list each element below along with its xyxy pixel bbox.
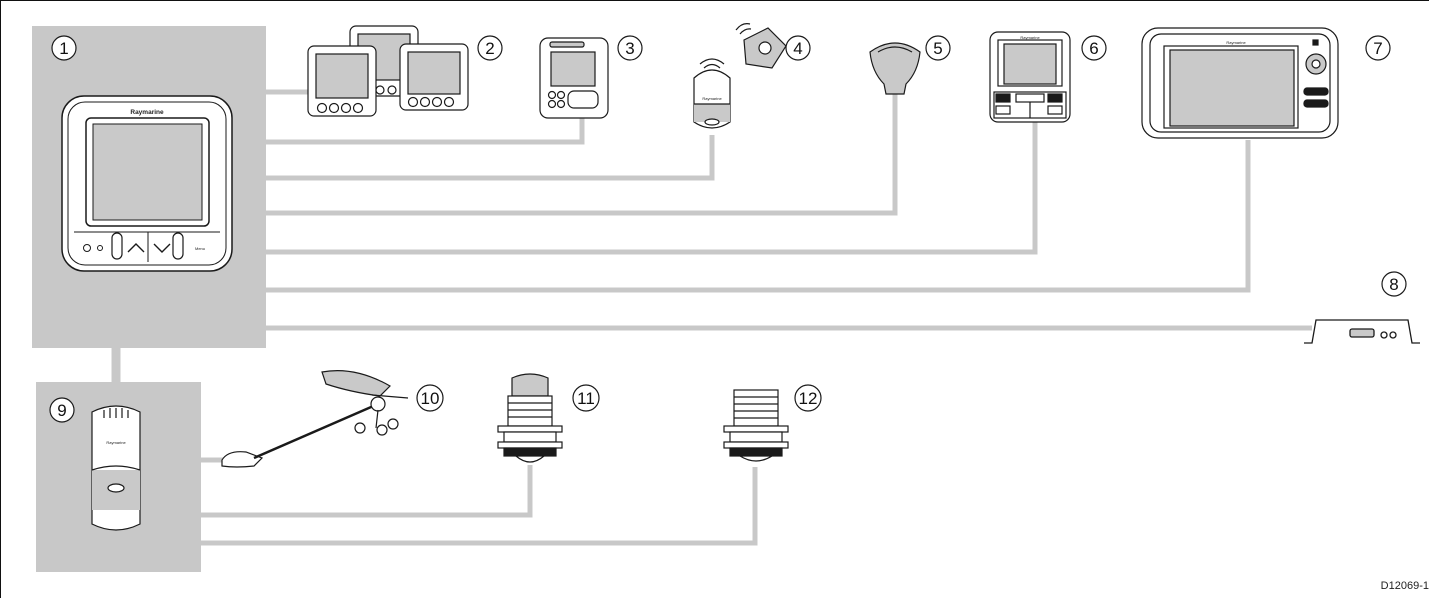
- callout-5-text: 5: [933, 39, 942, 58]
- remote-brand-text: Raymarine: [702, 96, 722, 101]
- callout-4-text: 4: [793, 39, 802, 58]
- callout-7: 7: [1365, 35, 1391, 61]
- callout-6-text: 6: [1089, 39, 1098, 58]
- callout-1: 1: [51, 35, 77, 61]
- cable-5: [265, 92, 898, 216]
- callout-6: 6: [1081, 35, 1107, 61]
- cable-11: [200, 465, 533, 518]
- callout-3: 3: [617, 35, 643, 61]
- callout-11-text: 11: [577, 389, 595, 408]
- callout-10: 10: [416, 384, 444, 412]
- speed-transducer-icon: [497, 373, 563, 463]
- cable-7: [265, 140, 1251, 293]
- callout-4: 4: [785, 35, 811, 61]
- wind-vane-icon: [221, 370, 409, 468]
- callout-11: 11: [572, 384, 600, 412]
- network-cables: [111, 89, 1312, 546]
- transmitter-brand-text: Raymarine: [106, 440, 126, 445]
- cable-12: [200, 467, 758, 546]
- callout-10-text: 10: [421, 389, 440, 408]
- pilot-brand-text: Raymarine: [1020, 35, 1040, 40]
- depth-transducer-icon: [723, 389, 789, 462]
- instrument-menu-label: Menu: [195, 246, 205, 251]
- figure-reference-code: D12069-1: [1380, 580, 1429, 592]
- callout-8: 8: [1381, 271, 1407, 297]
- instrument-brand-text: Raymarine: [130, 109, 164, 116]
- callout-8-text: 8: [1389, 275, 1398, 294]
- instrument-cluster-icon: [307, 25, 469, 117]
- interface-box-icon: [1304, 319, 1420, 344]
- callout-2: 2: [477, 35, 503, 61]
- transmitter-unit-icon: [91, 405, 141, 531]
- cable-4: [265, 135, 715, 181]
- callout-12: 12: [794, 384, 822, 412]
- callout-markers: 1 2 3 4 5 6 7 8: [49, 35, 1407, 423]
- callout-9-text: 9: [57, 401, 66, 420]
- multifunction-display-icon: [1141, 27, 1339, 139]
- callout-3-text: 3: [625, 39, 634, 58]
- callout-7-text: 7: [1373, 39, 1382, 58]
- callout-9: 9: [49, 397, 75, 423]
- callout-12-text: 12: [799, 389, 818, 408]
- autopilot-controller-icon: [539, 37, 609, 119]
- pilot-display-icon: [989, 31, 1071, 123]
- cable-6: [265, 122, 1038, 255]
- callout-2-text: 2: [485, 39, 494, 58]
- wireless-remote-icon: [693, 23, 787, 129]
- instrument-display: [61, 95, 233, 272]
- callout-5: 5: [925, 35, 951, 61]
- cable-3: [265, 115, 585, 145]
- gps-antenna-icon: [869, 42, 921, 95]
- mfd-brand-text: Raymarine: [1226, 40, 1246, 45]
- callout-1-text: 1: [59, 39, 68, 58]
